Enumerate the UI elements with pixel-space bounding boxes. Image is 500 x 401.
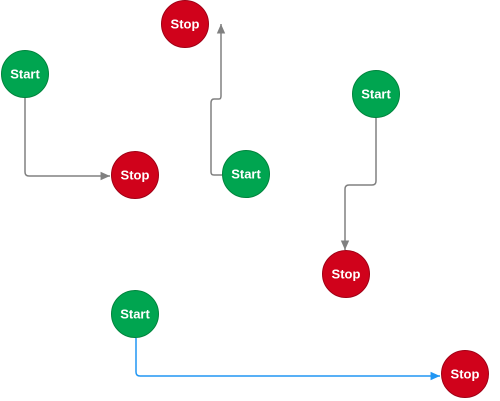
start-node[interactable]: Start <box>111 290 159 338</box>
stop-node[interactable]: Stop <box>441 350 489 398</box>
start-node-label: Start <box>120 307 150 322</box>
start-node-label: Start <box>361 87 391 102</box>
stop-node-label: Stop <box>332 267 361 282</box>
connector-start2-stop2[interactable] <box>210 24 226 176</box>
stop-node-label: Stop <box>451 367 480 382</box>
connector-start1-stop1[interactable] <box>24 98 110 181</box>
start-node[interactable]: Start <box>352 70 400 118</box>
connectors-layer <box>24 24 440 381</box>
nodes-layer: Start Stop Stop Start Start Stop <box>1 0 489 398</box>
stop-node[interactable]: Stop <box>322 250 370 298</box>
start-node-label: Start <box>10 67 40 82</box>
start-node-label: Start <box>231 167 261 182</box>
stop-node-label: Stop <box>171 17 200 32</box>
start-node[interactable]: Start <box>1 50 49 98</box>
connector-start4-stop4[interactable] <box>135 338 440 381</box>
stop-node-label: Stop <box>121 168 150 183</box>
stop-node[interactable]: Stop <box>111 151 159 199</box>
start-node[interactable]: Start <box>222 150 270 198</box>
connector-start3-stop3[interactable] <box>340 118 377 250</box>
stop-node[interactable]: Stop <box>161 0 209 48</box>
